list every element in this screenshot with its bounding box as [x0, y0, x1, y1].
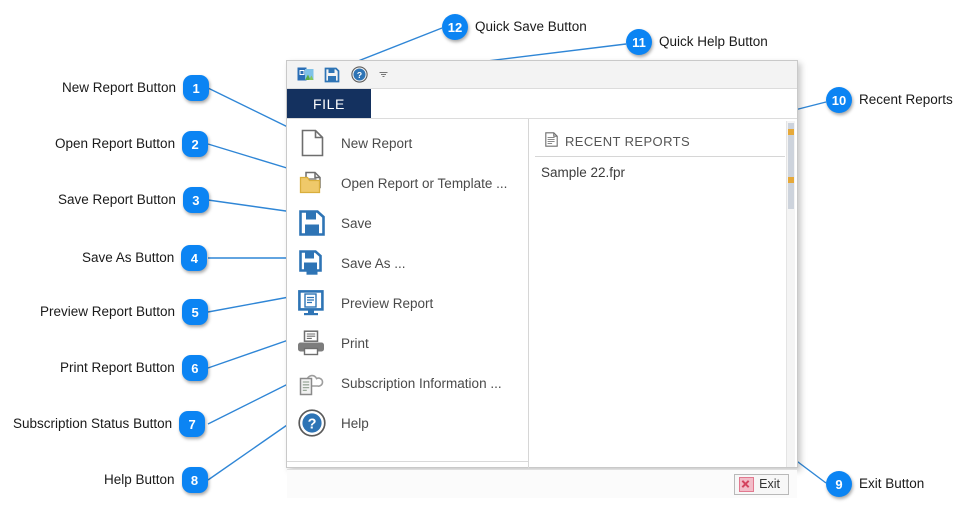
callout-1-badge[interactable]: 1 — [183, 75, 210, 101]
menu-item-save[interactable]: Save — [287, 203, 528, 243]
menu-item-print-label: Print — [341, 335, 369, 351]
callout-9-label: Exit Button — [859, 476, 925, 492]
document-lines-icon — [545, 131, 558, 152]
callout-11: 11 Quick Help Button — [626, 29, 768, 55]
callout-8-label: Help Button — [104, 472, 175, 488]
menu-item-new-report-label: New Report — [341, 135, 413, 151]
callout-5-badge[interactable]: 5 — [182, 299, 209, 325]
callout-9-badge[interactable]: 9 — [826, 471, 852, 497]
callout-11-label: Quick Help Button — [659, 34, 768, 50]
chevron-down-icon[interactable] — [376, 65, 390, 85]
callout-4: Save As Button 4 — [82, 245, 208, 271]
callout-9: 9 Exit Button — [826, 471, 924, 497]
exit-button-label: Exit — [759, 477, 780, 491]
backstage-body: New Report Open Report or Template ... — [287, 119, 797, 469]
callout-5: Preview Report Button 5 — [40, 299, 209, 325]
menu-item-save-label: Save — [341, 215, 372, 231]
callout-11-badge[interactable]: 11 — [626, 29, 652, 55]
new-document-icon — [297, 128, 327, 158]
callout-7: Subscription Status Button 7 — [13, 411, 206, 437]
svg-text:?: ? — [356, 70, 361, 80]
open-folder-icon — [297, 168, 327, 198]
close-x-icon — [739, 476, 755, 492]
monitor-preview-icon — [297, 288, 327, 318]
callout-6-label: Print Report Button — [60, 360, 175, 376]
callout-3: Save Report Button 3 — [58, 187, 209, 213]
callout-5-label: Preview Report Button — [40, 304, 176, 320]
callout-10-badge[interactable]: 10 — [826, 87, 852, 113]
menu-item-open-report[interactable]: Open Report or Template ... — [287, 163, 528, 203]
menu-item-save-as-label: Save As ... — [341, 255, 406, 271]
tab-file-label: FILE — [313, 95, 345, 112]
menu-item-save-as[interactable]: Save As ... — [287, 243, 528, 283]
callout-1: New Report Button 1 — [62, 75, 210, 101]
quick-help-button[interactable]: ? — [349, 65, 369, 85]
callout-2-label: Open Report Button — [55, 136, 176, 152]
ribbon-tab-row: FILE — [287, 89, 797, 119]
callout-12: 12 Quick Save Button — [442, 14, 587, 40]
question-circle-icon: ? — [297, 408, 327, 438]
floppy-save-icon — [297, 208, 327, 238]
floppy-save-as-icon — [297, 248, 327, 278]
menu-item-open-report-label: Open Report or Template ... — [341, 175, 508, 191]
callout-2: Open Report Button 2 — [55, 131, 209, 157]
callout-4-badge[interactable]: 4 — [181, 245, 208, 271]
menu-item-subscription-information[interactable]: Subscription Information ... — [287, 363, 528, 403]
menu-item-preview-report[interactable]: Preview Report — [287, 283, 528, 323]
printer-icon — [297, 328, 327, 358]
recent-reports-panel: RECENT REPORTS Sample 22.fpr — [529, 119, 797, 469]
file-menu: New Report Open Report or Template ... — [287, 119, 529, 469]
app-logo-icon[interactable] — [295, 65, 315, 85]
recent-reports-header: RECENT REPORTS — [535, 127, 785, 157]
callout-12-label: Quick Save Button — [475, 19, 587, 35]
menu-bottom-divider — [287, 461, 528, 462]
menu-item-new-report[interactable]: New Report — [287, 123, 528, 163]
svg-text:?: ? — [308, 416, 317, 432]
menu-item-subscription-information-label: Subscription Information ... — [341, 375, 502, 391]
callout-8-badge[interactable]: 8 — [181, 467, 208, 493]
callout-7-label: Subscription Status Button — [13, 416, 173, 432]
menu-item-help[interactable]: ? Help — [287, 403, 528, 443]
callout-3-label: Save Report Button — [58, 192, 176, 208]
quick-access-toolbar: ? — [287, 61, 797, 89]
callout-12-badge[interactable]: 12 — [442, 14, 468, 40]
recent-reports-scrollbar[interactable] — [786, 121, 795, 467]
callout-4-label: Save As Button — [82, 250, 175, 266]
quick-save-button[interactable] — [322, 65, 342, 85]
callout-6-badge[interactable]: 6 — [181, 355, 208, 381]
recent-report-item[interactable]: Sample 22.fpr — [541, 165, 626, 180]
recent-reports-title: RECENT REPORTS — [565, 134, 691, 149]
menu-item-help-label: Help — [341, 415, 369, 431]
menu-item-preview-report-label: Preview Report — [341, 295, 434, 311]
tab-file[interactable]: FILE — [287, 89, 371, 118]
callout-8: Help Button 8 — [104, 467, 208, 493]
scroll-marker — [788, 177, 794, 183]
callout-2-badge[interactable]: 2 — [182, 131, 209, 157]
scroll-marker — [788, 129, 794, 135]
callout-3-badge[interactable]: 3 — [182, 187, 209, 213]
application-window: ? FILE — [286, 60, 798, 498]
scrollbar-thumb[interactable] — [788, 123, 794, 209]
cloud-document-icon — [297, 368, 327, 398]
callout-10: 10 Recent Reports — [826, 87, 953, 113]
callout-10-label: Recent Reports — [859, 92, 953, 108]
callout-7-badge[interactable]: 7 — [179, 411, 206, 437]
menu-item-print[interactable]: Print — [287, 323, 528, 363]
callout-1-label: New Report Button — [62, 80, 177, 96]
window-footer: Exit — [287, 469, 797, 498]
exit-button[interactable]: Exit — [734, 473, 789, 495]
callout-6: Print Report Button 6 — [60, 355, 208, 381]
